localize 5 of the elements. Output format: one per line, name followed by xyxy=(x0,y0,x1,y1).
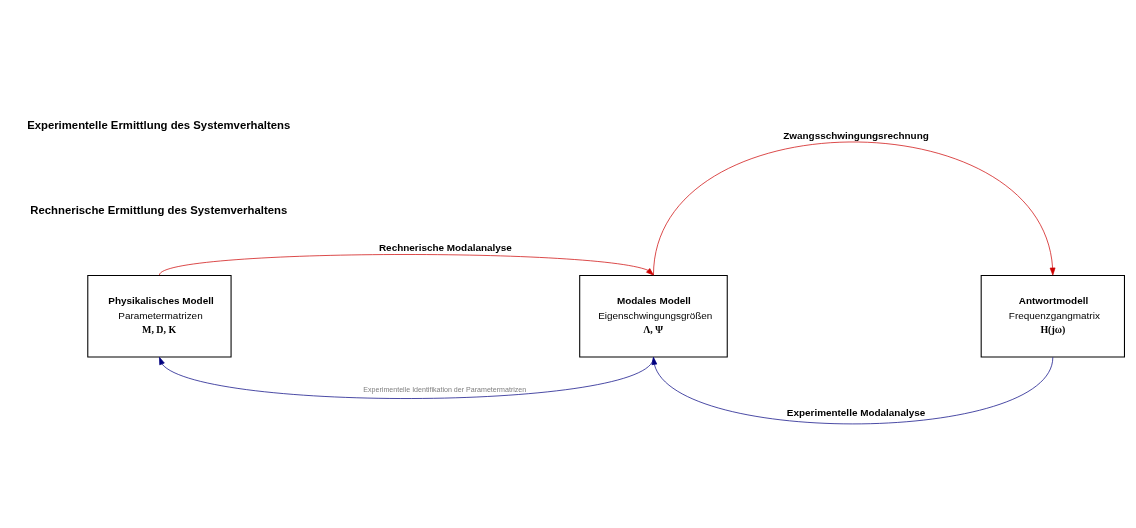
edge-label: Experimentelle Modalanalyse xyxy=(786,406,926,418)
edge-label: Rechnerische Modalanalyse xyxy=(378,241,512,253)
edge-label: Zwangsschwingungsrechnung xyxy=(783,129,929,141)
label: Experimentelle Ermittlung des Systemverhaltens xyxy=(27,118,291,131)
label: Rechnerische Ermittlung des Systemverhaltens xyxy=(30,203,288,216)
